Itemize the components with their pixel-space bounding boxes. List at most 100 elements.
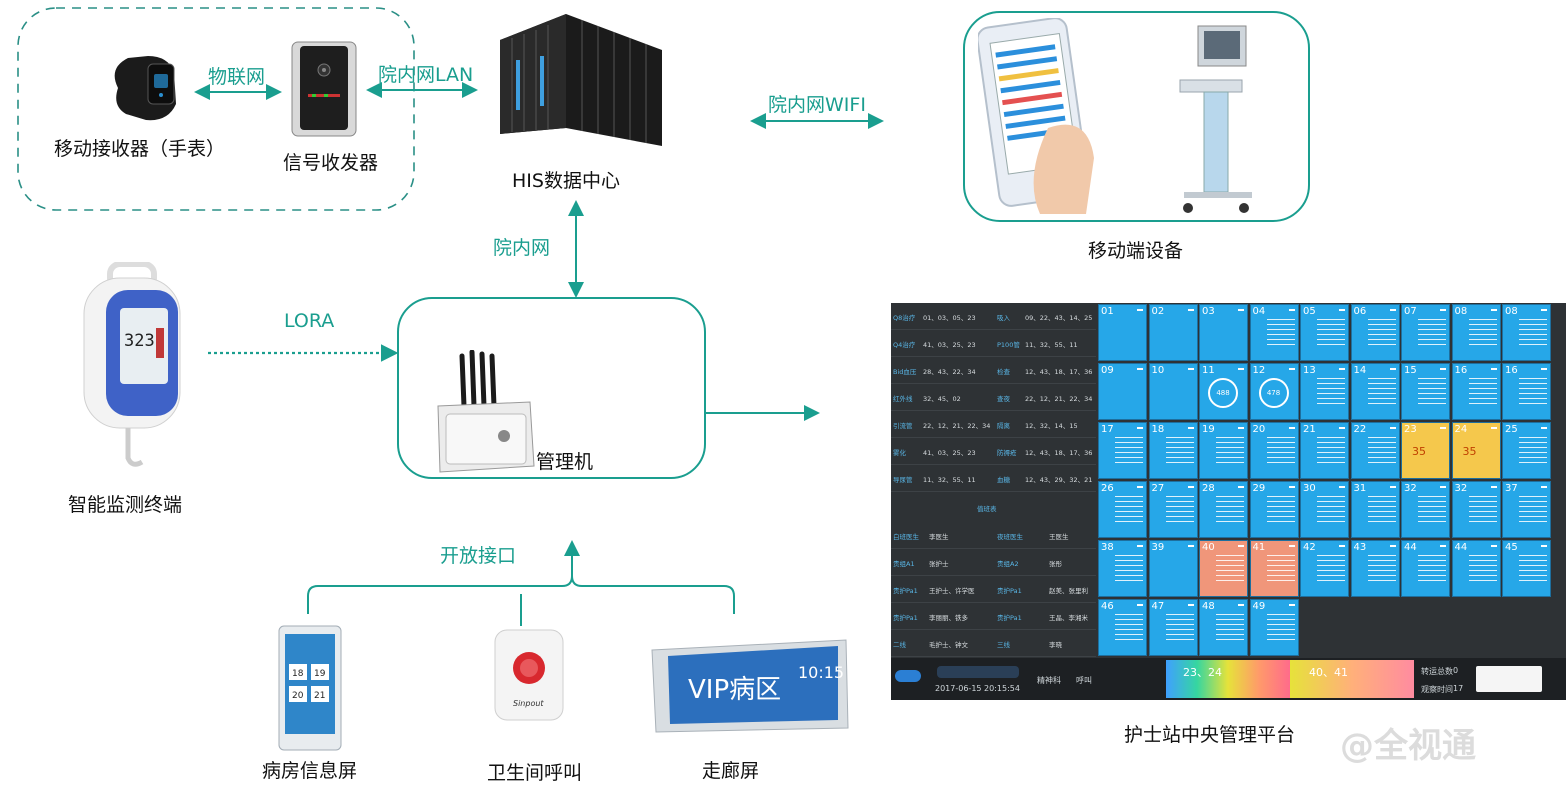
- bed-card[interactable]: 26: [1098, 481, 1147, 538]
- mobile-phone-icon: [978, 18, 1094, 214]
- bed-card[interactable]: 44: [1401, 540, 1450, 597]
- bed-number: 14: [1353, 365, 1367, 376]
- bed-number: 23: [1404, 424, 1417, 435]
- bed-number: 41: [1252, 542, 1266, 553]
- manager-device-icon: [437, 350, 535, 473]
- bed-number: 15: [1404, 365, 1417, 376]
- order-cell: 雾化: [893, 449, 906, 457]
- bed-card[interactable]: 23 35: [1401, 422, 1450, 479]
- bed-card[interactable]: 48: [1199, 599, 1248, 656]
- bed-card[interactable]: 19: [1199, 422, 1248, 479]
- bed-card[interactable]: 08: [1451, 304, 1501, 361]
- bed-card[interactable]: 07: [1401, 304, 1450, 361]
- bed-card[interactable]: 06: [1350, 304, 1400, 361]
- bed-info-lines: [1115, 496, 1143, 526]
- bed-number: 19: [1202, 424, 1215, 435]
- panel-home-button[interactable]: [895, 670, 921, 682]
- bed-info-lines: [1418, 496, 1446, 526]
- bed-card[interactable]: 10: [1148, 363, 1198, 420]
- bed-info-lines: [1519, 555, 1547, 585]
- duty-cell: 责护Pa1: [893, 614, 918, 622]
- bed-number: 49: [1252, 601, 1266, 612]
- bed-number: 38: [1101, 542, 1114, 553]
- bed-info-lines: [1519, 437, 1547, 467]
- bed-card[interactable]: 29: [1249, 481, 1299, 538]
- bed-card[interactable]: 04: [1249, 304, 1299, 361]
- order-cell: 11、32、55、11: [1025, 341, 1078, 349]
- duty-cell: 夜班医生: [997, 533, 1023, 541]
- bed-alert-value: 35: [1412, 445, 1426, 458]
- svg-text:19: 19: [314, 669, 326, 679]
- duty-cell: 王医生: [1049, 533, 1069, 541]
- bed-card[interactable]: 30: [1300, 481, 1349, 538]
- footer-gradient-b: [1290, 660, 1414, 698]
- bed-card[interactable]: 32: [1401, 481, 1450, 538]
- bed-card[interactable]: 17: [1098, 422, 1147, 479]
- bed-number: 44: [1454, 542, 1468, 553]
- bed-card[interactable]: 02: [1148, 304, 1198, 361]
- bed-card[interactable]: 32: [1451, 481, 1501, 538]
- duty-cell: 责组A2: [997, 560, 1019, 568]
- bed-card[interactable]: 31: [1350, 481, 1400, 538]
- bed-info-lines: [1165, 614, 1194, 644]
- bed-info-lines: [1266, 496, 1295, 526]
- bed-card[interactable]: 03: [1199, 304, 1248, 361]
- bed-card[interactable]: 49: [1249, 599, 1299, 656]
- bed-card[interactable]: 46: [1098, 599, 1147, 656]
- bed-card[interactable]: 25: [1502, 422, 1551, 479]
- bed-card[interactable]: 09: [1098, 363, 1147, 420]
- bed-card[interactable]: 44: [1451, 540, 1501, 597]
- bed-number: 11: [1202, 365, 1215, 376]
- bed-card[interactable]: 05: [1300, 304, 1349, 361]
- bed-card[interactable]: 43: [1350, 540, 1400, 597]
- bed-card[interactable]: 18: [1148, 422, 1198, 479]
- bed-info-lines: [1317, 496, 1345, 526]
- mobile-label: 移动端设备: [1088, 240, 1184, 262]
- bed-number: 03: [1202, 306, 1215, 317]
- order-cell: 引流管: [893, 422, 913, 430]
- bed-card[interactable]: 28: [1199, 481, 1248, 538]
- bed-card[interactable]: 37: [1502, 481, 1551, 538]
- bed-card[interactable]: 16: [1451, 363, 1501, 420]
- bed-info-lines: [1266, 319, 1295, 349]
- bed-card[interactable]: 45: [1502, 540, 1551, 597]
- svg-text:18: 18: [292, 669, 304, 679]
- bed-card[interactable]: 14: [1350, 363, 1400, 420]
- bed-number: 12: [1252, 365, 1266, 376]
- bed-card[interactable]: 01: [1098, 304, 1147, 361]
- order-cell: 28、43、22、34: [923, 368, 976, 376]
- order-cell: 导尿管: [893, 476, 913, 484]
- bed-number: 22: [1353, 424, 1367, 435]
- monitor-reading: 323: [124, 331, 155, 351]
- bed-card[interactable]: 20: [1249, 422, 1299, 479]
- bed-card[interactable]: 39: [1148, 540, 1198, 597]
- bed-card[interactable]: 22: [1350, 422, 1400, 479]
- manager-box: [397, 297, 706, 479]
- footer-value-b: 17: [1453, 684, 1464, 693]
- bed-card[interactable]: 41: [1249, 540, 1299, 597]
- duty-cell: 责护Pa1: [997, 614, 1022, 622]
- bed-card[interactable]: 40: [1199, 540, 1248, 597]
- order-cell: Q4治疗: [893, 341, 916, 349]
- bed-number: 08: [1454, 306, 1468, 317]
- bed-number: 17: [1101, 424, 1114, 435]
- bed-card[interactable]: 38: [1098, 540, 1147, 597]
- bed-card[interactable]: 15: [1401, 363, 1450, 420]
- bed-card[interactable]: 42: [1300, 540, 1349, 597]
- bed-card[interactable]: 21: [1300, 422, 1349, 479]
- bed-card[interactable]: 47: [1148, 599, 1198, 656]
- bed-card[interactable]: 16: [1502, 363, 1551, 420]
- svg-text:21: 21: [314, 691, 325, 701]
- duty-cell: 张护士: [929, 560, 949, 568]
- bed-info-lines: [1216, 555, 1244, 585]
- order-cell: 12、43、29、32、21: [1025, 476, 1093, 484]
- bed-info-lines: [1519, 319, 1547, 349]
- bed-card[interactable]: 27: [1148, 481, 1198, 538]
- bed-card[interactable]: 13: [1300, 363, 1349, 420]
- bed-info-lines: [1115, 555, 1143, 585]
- bed-card[interactable]: 08: [1502, 304, 1551, 361]
